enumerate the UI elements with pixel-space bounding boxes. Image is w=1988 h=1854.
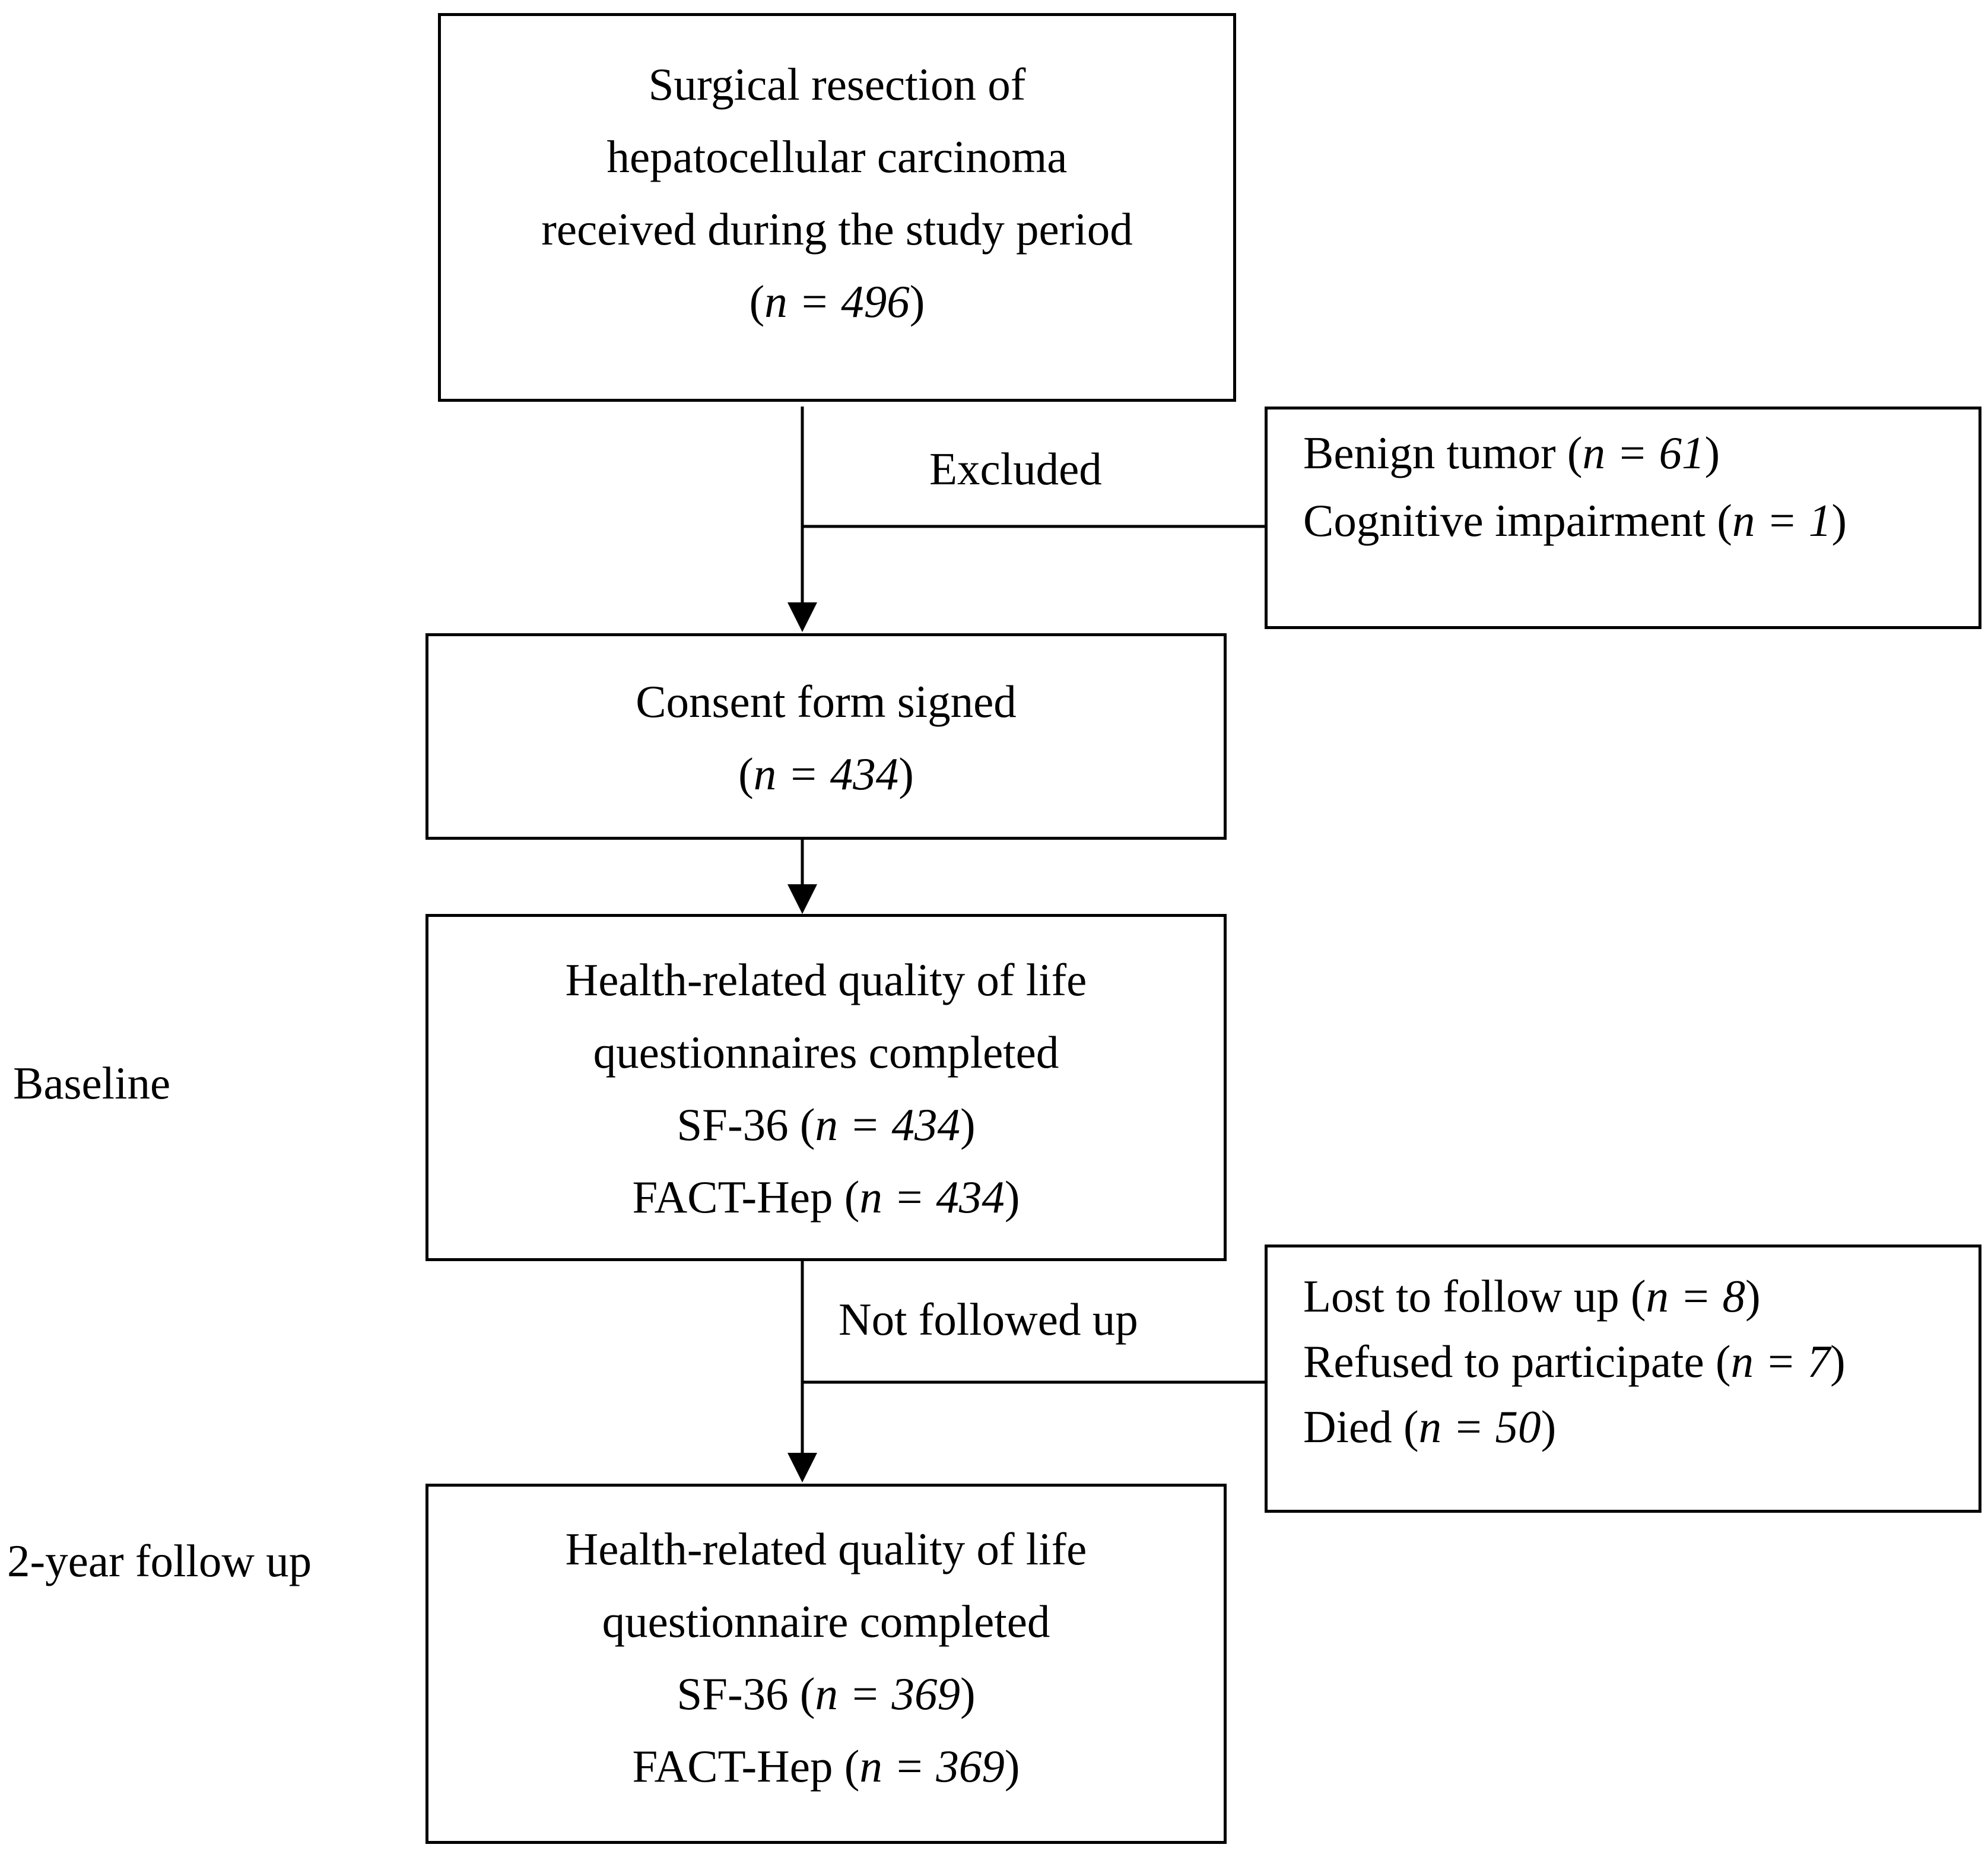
- resection-box: Surgical resection of hepatocellular car…: [438, 13, 1236, 402]
- followup-measure-sf36: SF-36 (n = 369): [677, 1668, 976, 1719]
- consent-box: Consent form signed (n = 434): [425, 633, 1227, 840]
- baseline-box: Health-related quality of life questionn…: [425, 914, 1227, 1261]
- baseline-line-1: Health-related quality of life: [565, 954, 1087, 1005]
- consent-title: Consent form signed: [636, 676, 1017, 727]
- excluded-reason-benign: Benign tumor (n = 61): [1303, 427, 1720, 478]
- resection-line-3: received during the study period: [541, 204, 1133, 255]
- followup-measure-facthep: FACT-Hep (n = 369): [632, 1741, 1020, 1792]
- followup-line-1: Health-related quality of life: [565, 1523, 1087, 1574]
- not-followed-reasons-box: Lost to follow up (n = 8) Refused to par…: [1265, 1245, 1981, 1513]
- reason-lost-to-follow-up: Lost to follow up (n = 8): [1303, 1271, 1761, 1322]
- stage-label-followup: 2-year follow up: [7, 1535, 312, 1586]
- baseline-measure-sf36: SF-36 (n = 434): [677, 1099, 976, 1150]
- resection-count: (n = 496): [749, 276, 925, 327]
- followup-line-2: questionnaire completed: [602, 1596, 1050, 1647]
- reason-died: Died (n = 50): [1303, 1401, 1557, 1452]
- edge-label-excluded: Excluded: [929, 443, 1102, 494]
- resection-line-2: hepatocellular carcinoma: [606, 131, 1068, 182]
- excluded-reasons-box: Benign tumor (n = 61) Cognitive impairme…: [1265, 407, 1981, 629]
- stage-label-baseline: Baseline: [13, 1058, 171, 1109]
- baseline-measure-facthep: FACT-Hep (n = 434): [632, 1172, 1020, 1223]
- resection-line-1: Surgical resection of: [648, 59, 1026, 110]
- edge-label-not-followed-up: Not followed up: [839, 1294, 1138, 1345]
- resection-n: n = 496: [764, 276, 910, 327]
- reason-refused: Refused to participate (n = 7): [1303, 1336, 1846, 1387]
- followup-box: Health-related quality of life questionn…: [425, 1484, 1227, 1844]
- baseline-line-2: questionnaires completed: [593, 1027, 1059, 1078]
- excluded-reason-cognitive: Cognitive impairment (n = 1): [1303, 495, 1847, 546]
- consent-count: (n = 434): [738, 748, 914, 799]
